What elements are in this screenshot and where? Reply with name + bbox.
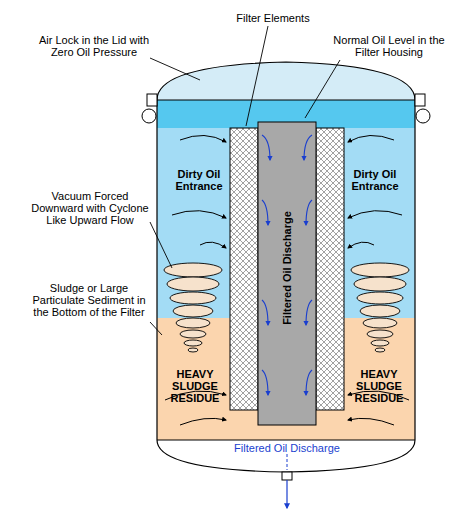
region-label: Dirty Oil Entrance: [170, 168, 228, 192]
region-label: HEAVY SLUDGE RESIDUE: [164, 368, 226, 404]
outlet-label: Filtered Oil Discharge: [207, 442, 367, 454]
tube-label: Filtered Oil Discharge: [281, 183, 293, 353]
callout-label: Filter Elements: [228, 12, 318, 24]
callout-label: Sludge or Large Particulate Sediment in …: [26, 282, 152, 318]
callout-label: Normal Oil Level in the Filter Housing: [330, 34, 448, 58]
region-label: Dirty Oil Entrance: [346, 168, 404, 192]
callout-label: Air Lock in the Lid with Zero Oil Pressu…: [38, 34, 150, 58]
callout-label: Vacuum Forced Downward with Cyclone Like…: [30, 190, 150, 226]
region-label: HEAVY SLUDGE RESIDUE: [348, 368, 410, 404]
